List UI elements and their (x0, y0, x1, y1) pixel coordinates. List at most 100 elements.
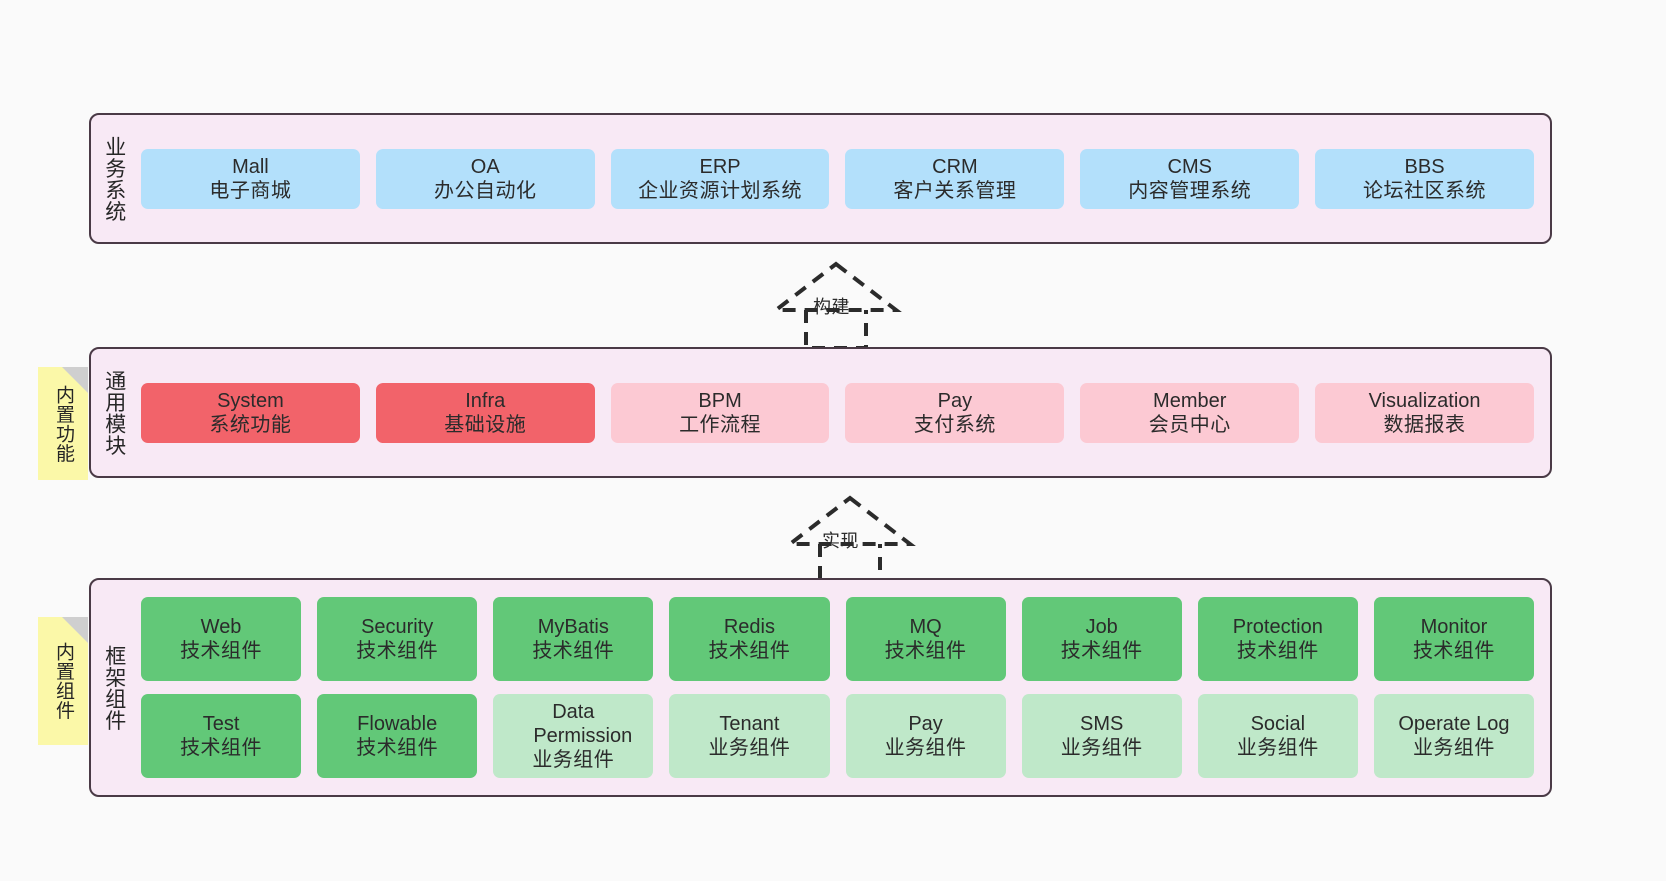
card-subtitle: 业务组件 (1060, 737, 1143, 759)
component-card-monitor[interactable]: Monitor 技术组件 (1373, 597, 1534, 681)
module-card-oa[interactable]: OA 办公自动化 (375, 148, 595, 209)
note-fold-icon (62, 367, 88, 393)
component-card-mq[interactable]: MQ 技术组件 (845, 597, 1006, 681)
component-card-mybatis[interactable]: MyBatis 技术组件 (493, 597, 654, 681)
card-subtitle: 技术组件 (532, 640, 615, 662)
card-subtitle: 技术组件 (356, 640, 439, 662)
card-subtitle: 客户关系管理 (893, 179, 1017, 202)
layer-title-framework: 框架组件 (102, 644, 126, 731)
card-title: MyBatis (537, 616, 609, 638)
sticky-note-builtin-component: 内置组件 (38, 617, 88, 745)
layer-row: System 系统功能 Infra 基础设施 BPM 工作流程 Pay 支付系统… (141, 382, 1534, 443)
connector-label-implement: 实现 (822, 531, 859, 551)
card-subtitle: 会员中心 (1148, 413, 1231, 436)
card-subtitle: 技术组件 (180, 737, 263, 759)
component-card-security[interactable]: Security 技术组件 (317, 597, 478, 681)
layer-body-framework: Web 技术组件 Security 技术组件 MyBatis 技术组件 Redi… (137, 580, 1550, 795)
card-subtitle: 内容管理系统 (1128, 179, 1252, 202)
card-title: Test (202, 713, 240, 735)
card-subtitle: 系统功能 (209, 413, 292, 436)
card-title: Member (1153, 389, 1227, 412)
card-subtitle: 企业资源计划系统 (638, 179, 803, 202)
layer-body-common-module: System 系统功能 Infra 基础设施 BPM 工作流程 Pay 支付系统… (137, 349, 1550, 476)
card-title: Data Permission (533, 701, 633, 747)
card-subtitle: 技术组件 (884, 640, 967, 662)
component-card-job[interactable]: Job 技术组件 (1021, 597, 1182, 681)
card-title: Operate Log (1398, 713, 1510, 735)
card-title: Flowable (357, 713, 438, 735)
card-title: Job (1085, 616, 1118, 638)
note-text: 内置功能 (53, 384, 75, 463)
card-subtitle: 支付系统 (913, 413, 996, 436)
note-fold-icon (62, 617, 88, 643)
card-subtitle: 业务组件 (708, 737, 791, 759)
card-subtitle: 技术组件 (180, 640, 263, 662)
card-title: Pay (937, 389, 973, 412)
card-subtitle: 技术组件 (1412, 640, 1495, 662)
module-card-infra[interactable]: Infra 基础设施 (375, 382, 595, 443)
component-card-tenant[interactable]: Tenant 业务组件 (669, 694, 830, 778)
card-subtitle: 办公自动化 (433, 179, 537, 202)
card-subtitle: 技术组件 (1060, 640, 1143, 662)
card-subtitle: 电子商城 (209, 179, 292, 202)
card-title: CRM (932, 155, 978, 178)
module-card-pay[interactable]: Pay 支付系统 (845, 382, 1065, 443)
layer-row: Web 技术组件 Security 技术组件 MyBatis 技术组件 Redi… (141, 597, 1534, 681)
card-title: Security (361, 616, 434, 638)
card-subtitle: 业务组件 (1236, 737, 1319, 759)
layer-title-common-module: 通用模块 (102, 369, 126, 456)
module-card-bbs[interactable]: BBS 论坛社区系统 (1315, 148, 1534, 209)
module-card-mall[interactable]: Mall 电子商城 (141, 148, 360, 209)
card-title: Visualization (1368, 389, 1481, 412)
component-card-flowable[interactable]: Flowable 技术组件 (317, 694, 478, 778)
card-title: Web (200, 616, 242, 638)
connector-implement: 实现 (770, 492, 930, 584)
module-card-member[interactable]: Member 会员中心 (1080, 382, 1300, 443)
card-title: System (217, 389, 284, 412)
connector-build: 构建 (756, 258, 916, 350)
module-card-system[interactable]: System 系统功能 (141, 382, 360, 443)
card-title: OA (470, 155, 500, 178)
card-subtitle: 论坛社区系统 (1363, 179, 1487, 202)
connector-label-build: 构建 (813, 297, 850, 317)
component-card-protection[interactable]: Protection 技术组件 (1197, 597, 1358, 681)
card-subtitle: 基础设施 (444, 413, 527, 436)
card-subtitle: 数据报表 (1383, 413, 1466, 436)
sticky-note-builtin-function: 内置功能 (38, 367, 88, 480)
component-card-pay[interactable]: Pay 业务组件 (845, 694, 1006, 778)
card-title: Pay (908, 713, 943, 735)
layer-panel-common-module: 通用模块 System 系统功能 Infra 基础设施 BPM 工作流程 Pay… (89, 347, 1552, 478)
module-card-cms[interactable]: CMS 内容管理系统 (1080, 148, 1300, 209)
card-title: Monitor (1420, 616, 1488, 638)
component-card-test[interactable]: Test 技术组件 (141, 694, 302, 778)
module-card-erp[interactable]: ERP 企业资源计划系统 (610, 148, 830, 209)
layer-title-business: 业务系统 (102, 135, 126, 222)
card-title: Tenant (719, 713, 780, 735)
card-subtitle: 业务组件 (884, 737, 967, 759)
layer-panel-framework: 框架组件 Web 技术组件 Security 技术组件 MyBatis 技术组件… (89, 578, 1552, 797)
component-card-sms[interactable]: SMS 业务组件 (1021, 694, 1182, 778)
card-subtitle: 技术组件 (356, 737, 439, 759)
layer-row: Mall 电子商城 OA 办公自动化 ERP 企业资源计划系统 CRM 客户关系… (141, 148, 1534, 209)
note-text: 内置组件 (53, 642, 75, 720)
card-title: SMS (1080, 713, 1124, 735)
module-card-crm[interactable]: CRM 客户关系管理 (845, 148, 1065, 209)
component-card-redis[interactable]: Redis 技术组件 (669, 597, 830, 681)
card-title: Redis (723, 616, 775, 638)
component-card-web[interactable]: Web 技术组件 (141, 597, 302, 681)
card-title: Infra (465, 389, 506, 412)
card-subtitle: 技术组件 (708, 640, 791, 662)
layer-panel-business: 业务系统 Mall 电子商城 OA 办公自动化 ERP 企业资源计划系统 CRM… (89, 113, 1552, 244)
card-title: MQ (909, 616, 942, 638)
module-card-visualization[interactable]: Visualization 数据报表 (1315, 382, 1534, 443)
component-card-data-permission[interactable]: Data Permission 业务组件 (493, 694, 654, 778)
card-title: BPM (698, 389, 742, 412)
card-title: Social (1250, 713, 1306, 735)
module-card-bpm[interactable]: BPM 工作流程 (610, 382, 830, 443)
component-card-social[interactable]: Social 业务组件 (1197, 694, 1358, 778)
component-card-operate-log[interactable]: Operate Log 业务组件 (1373, 694, 1534, 778)
layer-row: Test 技术组件 Flowable 技术组件 Data Permission … (141, 694, 1534, 778)
card-subtitle: 工作流程 (679, 413, 762, 436)
card-title: Protection (1232, 616, 1323, 638)
